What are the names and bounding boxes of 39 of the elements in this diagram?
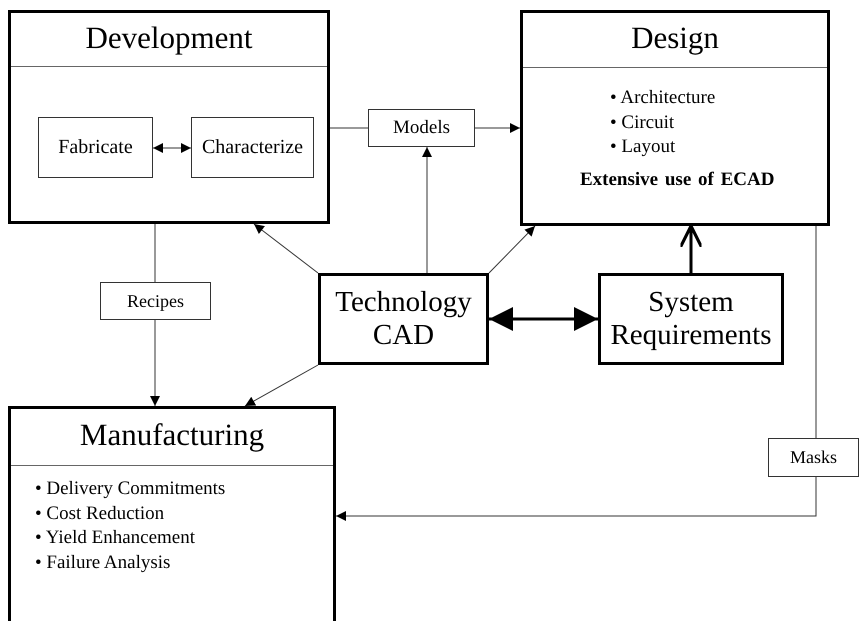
arrow [336,476,816,521]
arrow [152,143,192,153]
arrow [474,123,520,133]
box-label: System Requirements [609,286,773,352]
bullet-item: • Yield Enhancement [35,526,196,550]
arrow [678,224,704,273]
box-label: Fabricate [58,136,133,159]
box-label: Masks [790,447,837,468]
box-label: Models [393,117,450,139]
arrow [488,226,536,274]
arrow [150,320,160,406]
box-heading: Design [630,20,720,56]
process-box [318,273,489,365]
process-box [368,109,475,147]
box-heading: Development [84,20,254,56]
box-label: Technology CAD [334,286,473,352]
section-box [8,10,330,224]
box-label: Recipes [127,290,184,312]
note-text: Extensive use of ECAD [580,168,774,192]
section-box [8,406,336,621]
arrow [254,224,318,274]
box-heading: Manufacturing [78,417,266,453]
bullet-item: • Circuit [610,110,674,135]
bullet-item: • Cost Reduction [35,502,164,526]
bullet-item: • Failure Analysis [35,551,170,576]
process-box [100,282,211,320]
box-label: Characterize [202,136,304,159]
process-box [768,438,859,477]
connector-line [154,224,156,282]
bullet-item: • Architecture [610,86,716,110]
bullet-item: • Layout [610,135,676,160]
arrow [244,364,318,406]
section-box [520,10,830,226]
bullet-item: • Delivery Commitments [35,477,226,501]
process-box [191,117,314,178]
process-box [38,117,153,178]
arrow [489,307,598,331]
arrow [422,146,432,274]
process-box [598,273,784,365]
